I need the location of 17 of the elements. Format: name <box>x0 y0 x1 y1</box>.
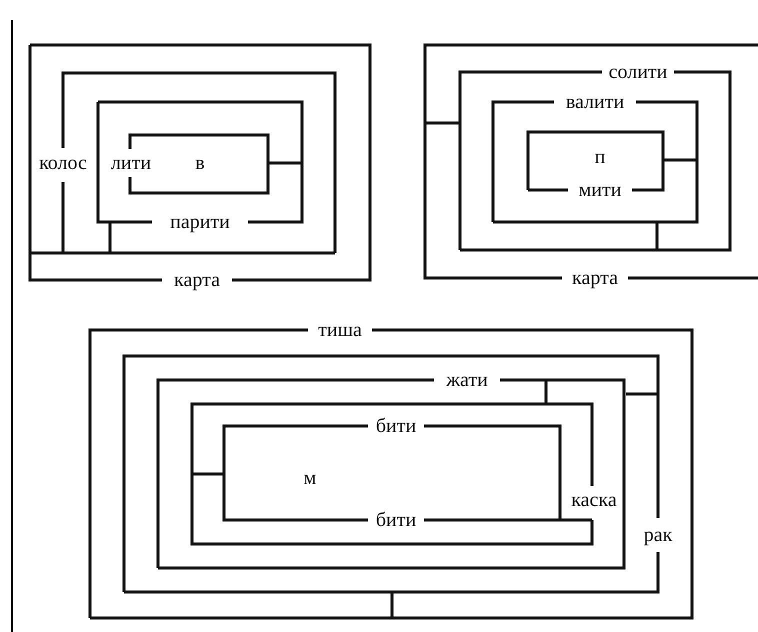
maze-word: колос <box>39 153 87 173</box>
maze-letter: п <box>594 147 606 167</box>
maze-word: жати <box>446 370 488 390</box>
maze-word: лити <box>110 153 152 173</box>
maze-word: рак <box>644 525 672 545</box>
maze-word: бити <box>376 416 416 436</box>
maze-letter: в <box>195 153 205 173</box>
maze-word: каска <box>571 490 617 510</box>
maze-word: карта <box>572 268 618 288</box>
maze-word: бити <box>376 510 416 530</box>
maze-word: мити <box>578 180 622 200</box>
maze-word: парити <box>170 212 230 232</box>
maze-word: солити <box>608 62 668 82</box>
maze-letter: м <box>304 468 316 488</box>
maze-word: карта <box>174 270 220 290</box>
maze-word: валити <box>566 92 624 112</box>
maze-word: тиша <box>318 320 362 340</box>
